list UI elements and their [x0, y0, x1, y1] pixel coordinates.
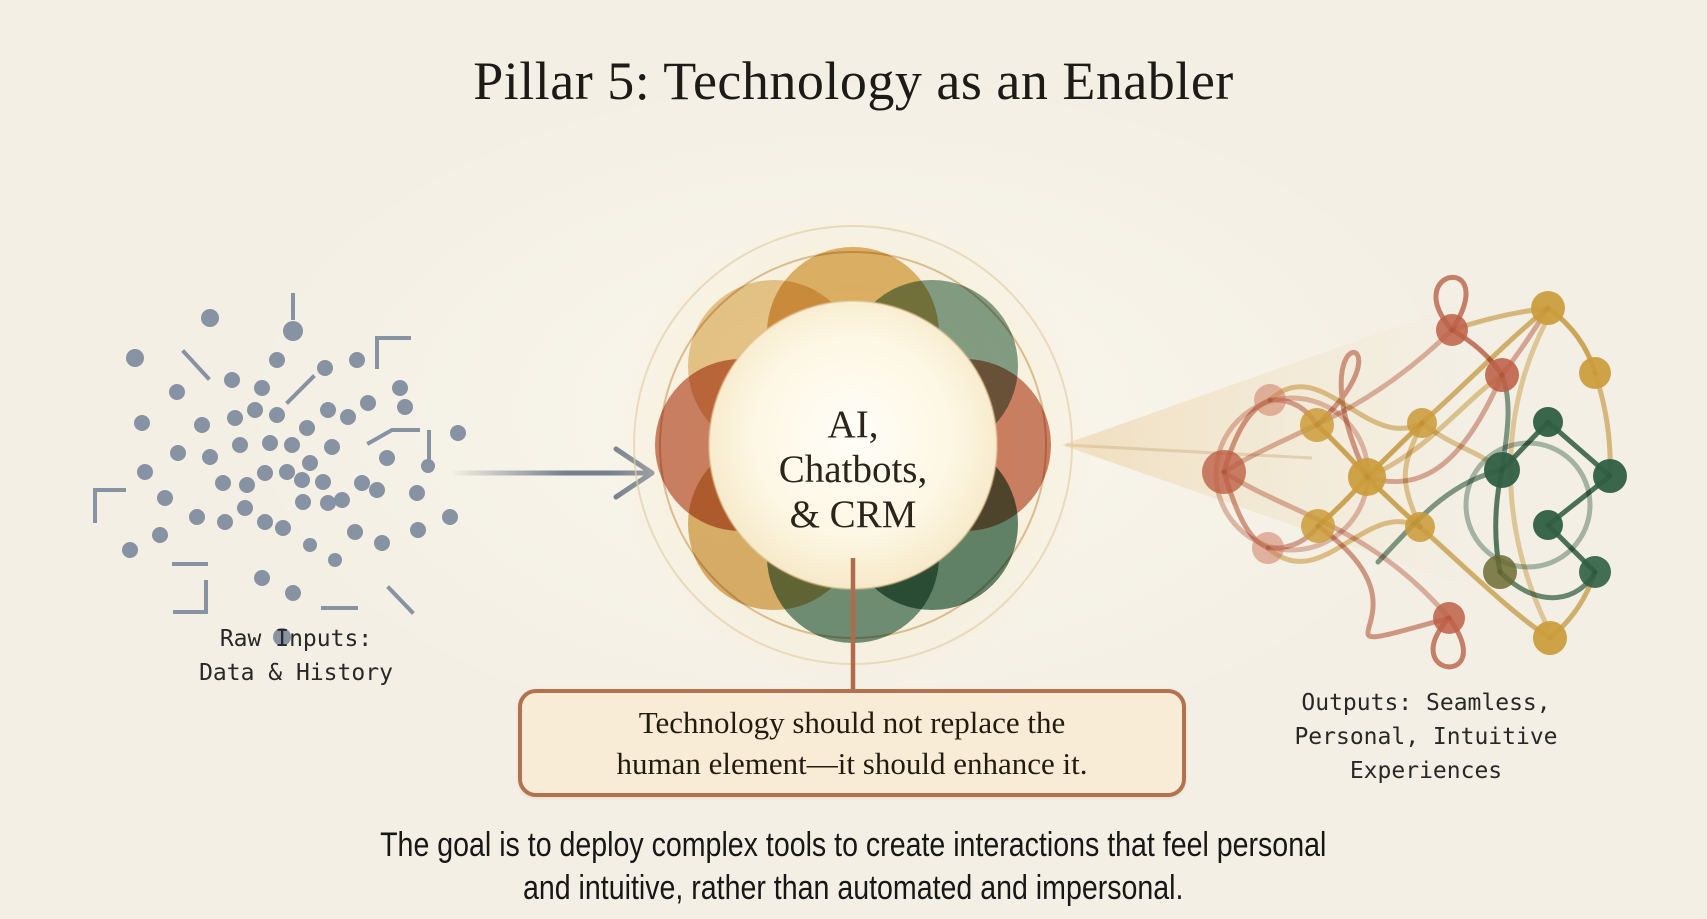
output-network-graphic — [1202, 274, 1627, 670]
callout-line2: human element—it should enhance it. — [616, 746, 1088, 781]
hub-label-line1: AI, — [827, 403, 879, 446]
raw-inputs-label-line2: Data & History — [199, 660, 393, 686]
outputs-label-line1: Outputs: Seamless, — [1301, 690, 1551, 716]
beam-cone-graphic — [1062, 300, 1472, 588]
page-title: Pillar 5: Technology as an Enabler — [473, 51, 1234, 111]
hub-label: AI, Chatbots, & CRM — [653, 402, 1053, 537]
outputs-label: Outputs: Seamless, Personal, Intuitive E… — [1246, 686, 1606, 788]
footer-line1: The goal is to deploy complex tools to c… — [380, 826, 1327, 864]
outputs-label-line2: Personal, Intuitive — [1294, 724, 1558, 750]
raw-data-dots-graphic — [93, 293, 466, 646]
raw-inputs-label: Raw Inputs: Data & History — [116, 622, 476, 690]
footer-text: The goal is to deploy complex tools to c… — [0, 824, 1707, 910]
raw-inputs-label-line1: Raw Inputs: — [219, 626, 373, 652]
callout-line1: Technology should not replace the — [638, 705, 1066, 740]
footer-line2: and intuitive, rather than automated and… — [523, 869, 1184, 907]
hub-label-line3: & CRM — [789, 493, 917, 536]
hub-label-line2: Chatbots, — [778, 448, 928, 491]
circuit-marks — [93, 293, 431, 615]
outputs-label-line3: Experiences — [1349, 758, 1503, 784]
network-nodes — [1202, 291, 1627, 655]
callout-box: Technology should not replace the human … — [518, 689, 1186, 797]
